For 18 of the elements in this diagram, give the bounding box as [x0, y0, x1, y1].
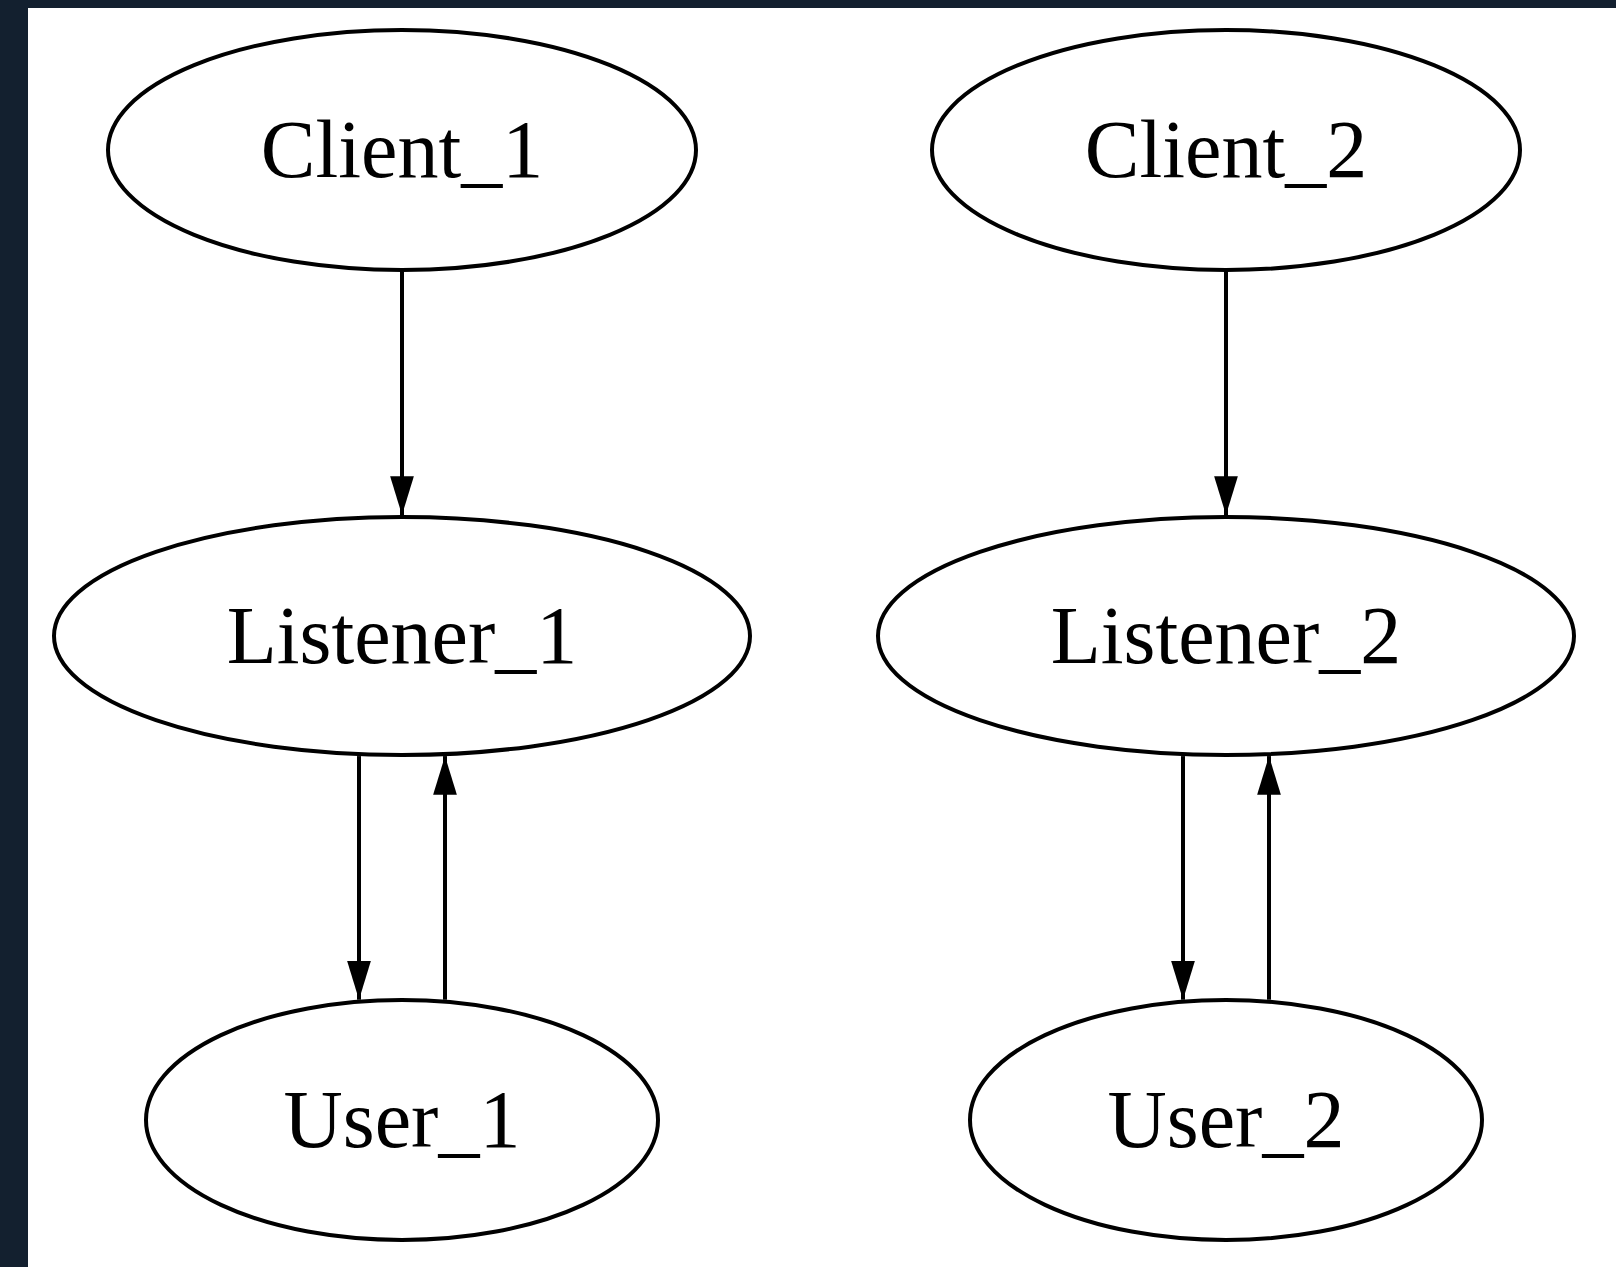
node-ellipse — [106, 28, 698, 272]
arrow — [347, 756, 371, 1000]
node-ellipse — [52, 515, 752, 757]
arrow — [1171, 756, 1195, 1000]
arrow — [390, 272, 414, 515]
node-label: Client_2 — [1084, 103, 1368, 197]
node-ellipse — [930, 28, 1522, 272]
node-label: User_1 — [283, 1073, 521, 1167]
node-ellipse — [968, 998, 1484, 1242]
node-label: Client_1 — [260, 103, 544, 197]
node-label: Listener_1 — [226, 589, 578, 683]
arrow — [433, 756, 457, 1000]
node-label: Listener_2 — [1050, 589, 1402, 683]
node-ellipse — [144, 998, 660, 1242]
arrow — [1257, 756, 1281, 1000]
arrow — [1214, 272, 1238, 515]
node-label: User_2 — [1107, 1073, 1345, 1167]
node-ellipse — [876, 515, 1576, 757]
